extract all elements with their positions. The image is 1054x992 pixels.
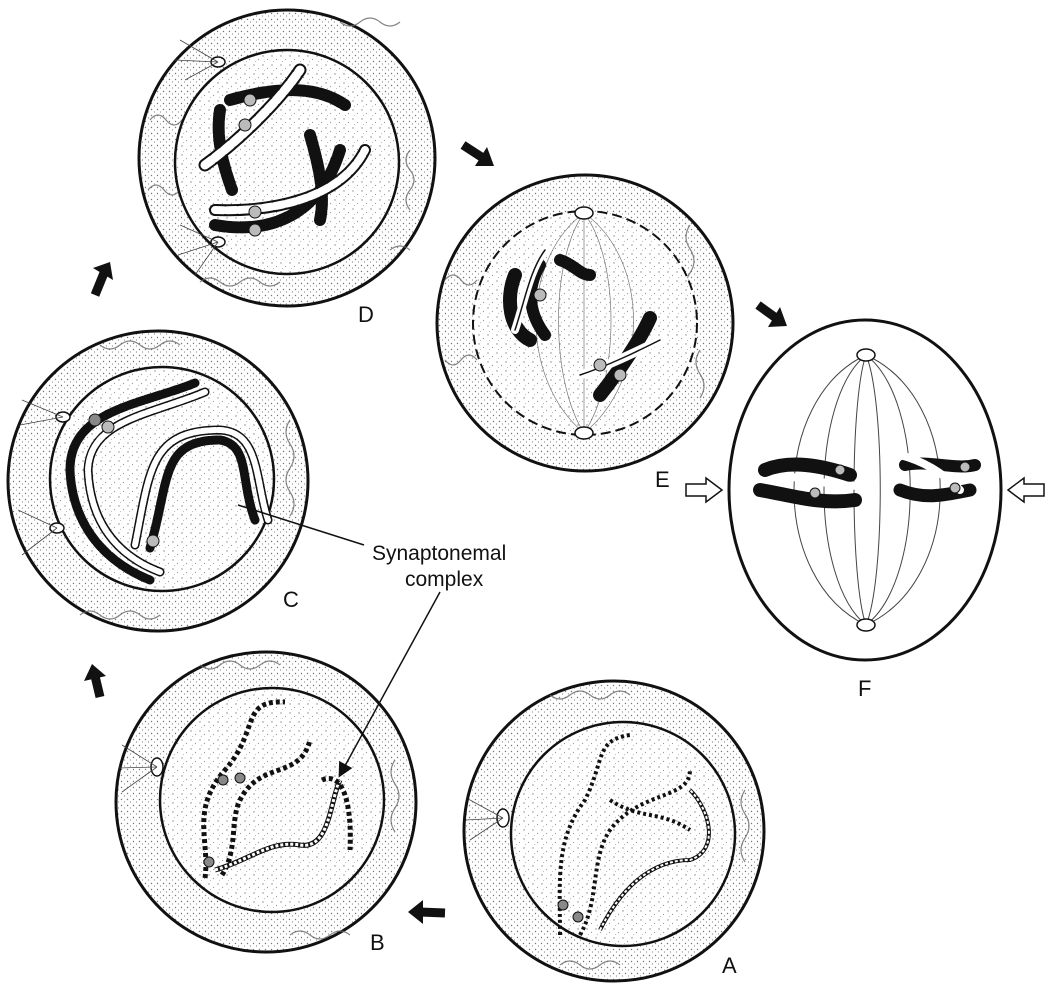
centrosome-icon (575, 427, 593, 439)
cell-c: C (8, 331, 308, 631)
callout-text-line1: Synaptonemal (372, 542, 506, 565)
callout-text-line2: complex (405, 568, 484, 591)
stage-label-b: B (370, 930, 385, 955)
cell-d: D (139, 10, 435, 327)
stage-label-f: F (858, 676, 871, 701)
cell-e: E (437, 175, 733, 492)
stage-label-c: C (283, 587, 299, 612)
progression-arrow-icon (93, 262, 113, 295)
centrosome-icon (575, 207, 593, 219)
hollow-arrow-icon (1008, 478, 1044, 502)
centrosome-icon (857, 349, 875, 361)
hollow-arrow-icon (686, 478, 722, 502)
cell-f: F (686, 320, 1044, 701)
stage-label-d: D (358, 302, 374, 327)
cell-a: A (464, 681, 764, 981)
stage-label-a: A (722, 953, 737, 978)
progression-arrow-icon (408, 900, 445, 924)
stage-label-e: E (655, 467, 670, 492)
centrosome-icon (857, 619, 875, 631)
progression-arrow-icon (84, 664, 106, 697)
cell-b: B (116, 652, 416, 955)
progression-arrow-icon (758, 305, 787, 327)
progression-arrow-icon (463, 145, 494, 166)
